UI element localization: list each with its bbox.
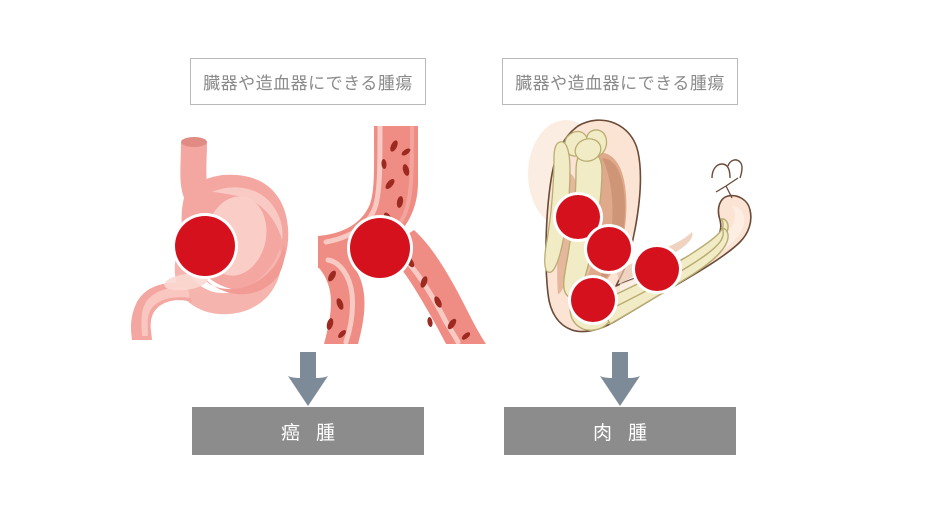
finger-line-2 <box>727 159 743 179</box>
tumor-marker-2 <box>587 227 631 271</box>
header-label-right: 臓器や造血器にできる腫瘍 <box>515 74 725 94</box>
tumor-marker <box>175 216 235 276</box>
stomach-illustration <box>131 137 289 340</box>
arm-illustration <box>528 119 752 333</box>
finger-line-1 <box>711 163 731 179</box>
tumor-marker-1 <box>556 195 600 239</box>
tumor-marker-3 <box>635 247 679 291</box>
esophagus-opening <box>181 137 207 147</box>
duodenum-highlight <box>141 287 190 336</box>
down-arrow-right <box>600 352 640 406</box>
stomach-fundus-highlight <box>212 187 283 240</box>
tumor-group <box>553 192 682 325</box>
result-box-left: 癌 腫 <box>192 407 424 455</box>
stomach-antrum <box>174 244 282 315</box>
blood-vessel-illustration <box>318 126 486 344</box>
header-label-left: 臓器や造血器にできる腫瘍 <box>203 74 413 94</box>
result-label-left: 癌 腫 <box>280 421 341 444</box>
result-box-right: 肉 腫 <box>504 407 736 455</box>
blood-cells-left-branch <box>326 270 346 338</box>
humerus-head <box>574 138 602 162</box>
stomach-lower-shadow <box>204 244 285 295</box>
blood-cells-right-branch <box>405 256 471 340</box>
down-arrow-left <box>288 352 328 406</box>
tumor-marker <box>350 218 410 278</box>
header-box-left: 臓器や造血器にできる腫瘍 <box>190 58 426 105</box>
result-label-right: 肉 腫 <box>592 421 653 444</box>
down-arrow-icon <box>600 352 640 406</box>
tumor-marker-4 <box>571 278 615 322</box>
vessel-lumen-line-left <box>323 126 383 245</box>
header-box-right: 臓器や造血器にできる腫瘍 <box>502 58 738 105</box>
down-arrow-icon <box>288 352 328 406</box>
vessel-lumen-line-leftbranch <box>325 257 355 344</box>
knuckle-lines <box>715 177 739 199</box>
